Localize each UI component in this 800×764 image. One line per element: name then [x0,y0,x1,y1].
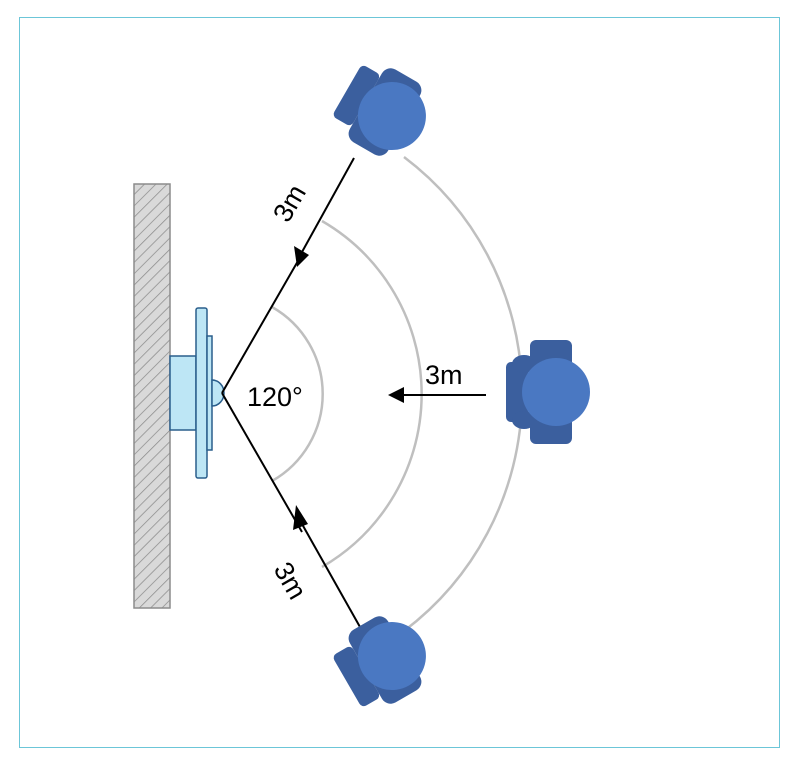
arrow-middle-head [388,387,404,403]
distance-label-top: 3m [267,180,312,227]
distance-label-bottom: 3m [268,557,313,604]
diagram-frame [19,17,780,748]
person-icon [333,65,426,156]
arrow-bottom-head [293,505,308,530]
angle-arc [271,305,324,483]
wall [133,183,171,609]
line-bottom [221,392,303,533]
distance-arrows [221,157,486,628]
person-icon [506,340,590,444]
person-icon [333,616,426,707]
arrow-top-shaft [301,157,355,253]
arrow-top-head [294,246,309,267]
camera-device-icon [169,307,225,479]
angle-label: 120° [247,382,303,412]
arrow-bottom-shaft [301,523,361,628]
distance-label-middle: 3m [425,360,463,390]
line-top [221,253,303,394]
